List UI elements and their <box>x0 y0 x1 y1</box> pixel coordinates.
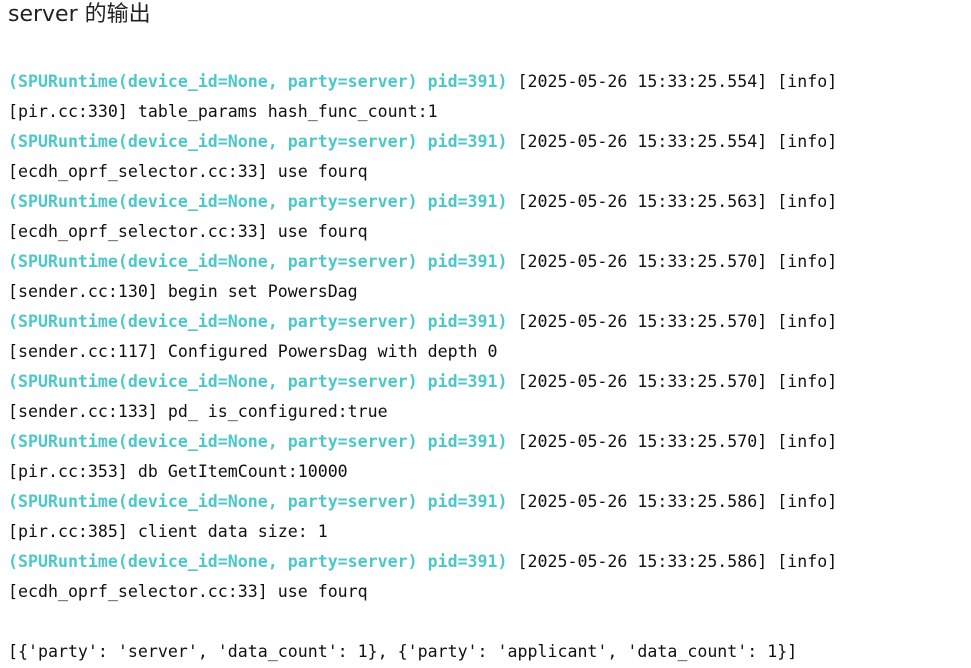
process-prefix: (SPURuntime(device_id=None, party=server… <box>8 312 508 331</box>
log-timestamp-level: [2025-05-26 15:33:25.570] [info] <box>507 312 838 331</box>
process-prefix: (SPURuntime(device_id=None, party=server… <box>8 132 508 151</box>
log-timestamp-level: [2025-05-26 15:33:25.586] [info] <box>507 492 838 511</box>
log-message: [pir.cc:385] client data size: 1 <box>8 522 328 541</box>
log-entry-header: (SPURuntime(device_id=None, party=server… <box>8 127 968 157</box>
log-timestamp-level: [2025-05-26 15:33:25.586] [info] <box>507 552 838 571</box>
process-prefix: (SPURuntime(device_id=None, party=server… <box>8 432 508 451</box>
log-entry-header: (SPURuntime(device_id=None, party=server… <box>8 187 968 217</box>
log-timestamp-level: [2025-05-26 15:33:25.570] [info] <box>507 372 838 391</box>
log-message: [sender.cc:117] Configured PowersDag wit… <box>8 342 498 361</box>
log-timestamp-level: [2025-05-26 15:33:25.554] [info] <box>507 72 838 91</box>
log-timestamp-level: [2025-05-26 15:33:25.570] [info] <box>507 252 838 271</box>
process-prefix: (SPURuntime(device_id=None, party=server… <box>8 372 508 391</box>
process-prefix: (SPURuntime(device_id=None, party=server… <box>8 552 508 571</box>
log-timestamp-level: [2025-05-26 15:33:25.554] [info] <box>507 132 838 151</box>
process-prefix: (SPURuntime(device_id=None, party=server… <box>8 72 508 91</box>
log-message: [pir.cc:353] db GetItemCount:10000 <box>8 462 348 481</box>
log-timestamp-level: [2025-05-26 15:33:25.563] [info] <box>507 192 838 211</box>
page-title: server 的输出 <box>8 2 151 27</box>
log-entry-header: (SPURuntime(device_id=None, party=server… <box>8 367 968 397</box>
log-message: [ecdh_oprf_selector.cc:33] use fourq <box>8 582 368 601</box>
log-entry-header: (SPURuntime(device_id=None, party=server… <box>8 67 968 97</box>
log-entry-header: (SPURuntime(device_id=None, party=server… <box>8 427 968 457</box>
log-entry-header: (SPURuntime(device_id=None, party=server… <box>8 307 968 337</box>
process-prefix: (SPURuntime(device_id=None, party=server… <box>8 192 508 211</box>
log-entry-header: (SPURuntime(device_id=None, party=server… <box>8 487 968 517</box>
log-message: [ecdh_oprf_selector.cc:33] use fourq <box>8 162 368 181</box>
result-output: [{'party': 'server', 'data_count': 1}, {… <box>8 642 798 661</box>
log-entry-header: (SPURuntime(device_id=None, party=server… <box>8 547 968 577</box>
log-message: [pir.cc:330] table_params hash_func_coun… <box>8 102 438 121</box>
process-prefix: (SPURuntime(device_id=None, party=server… <box>8 252 508 271</box>
log-timestamp-level: [2025-05-26 15:33:25.570] [info] <box>507 432 838 451</box>
log-message: [sender.cc:133] pd_ is_configured:true <box>8 402 388 421</box>
log-output: (SPURuntime(device_id=None, party=server… <box>8 67 968 607</box>
process-prefix: (SPURuntime(device_id=None, party=server… <box>8 492 508 511</box>
log-message: [sender.cc:130] begin set PowersDag <box>8 282 358 301</box>
log-entry-header: (SPURuntime(device_id=None, party=server… <box>8 247 968 277</box>
log-message: [ecdh_oprf_selector.cc:33] use fourq <box>8 222 368 241</box>
